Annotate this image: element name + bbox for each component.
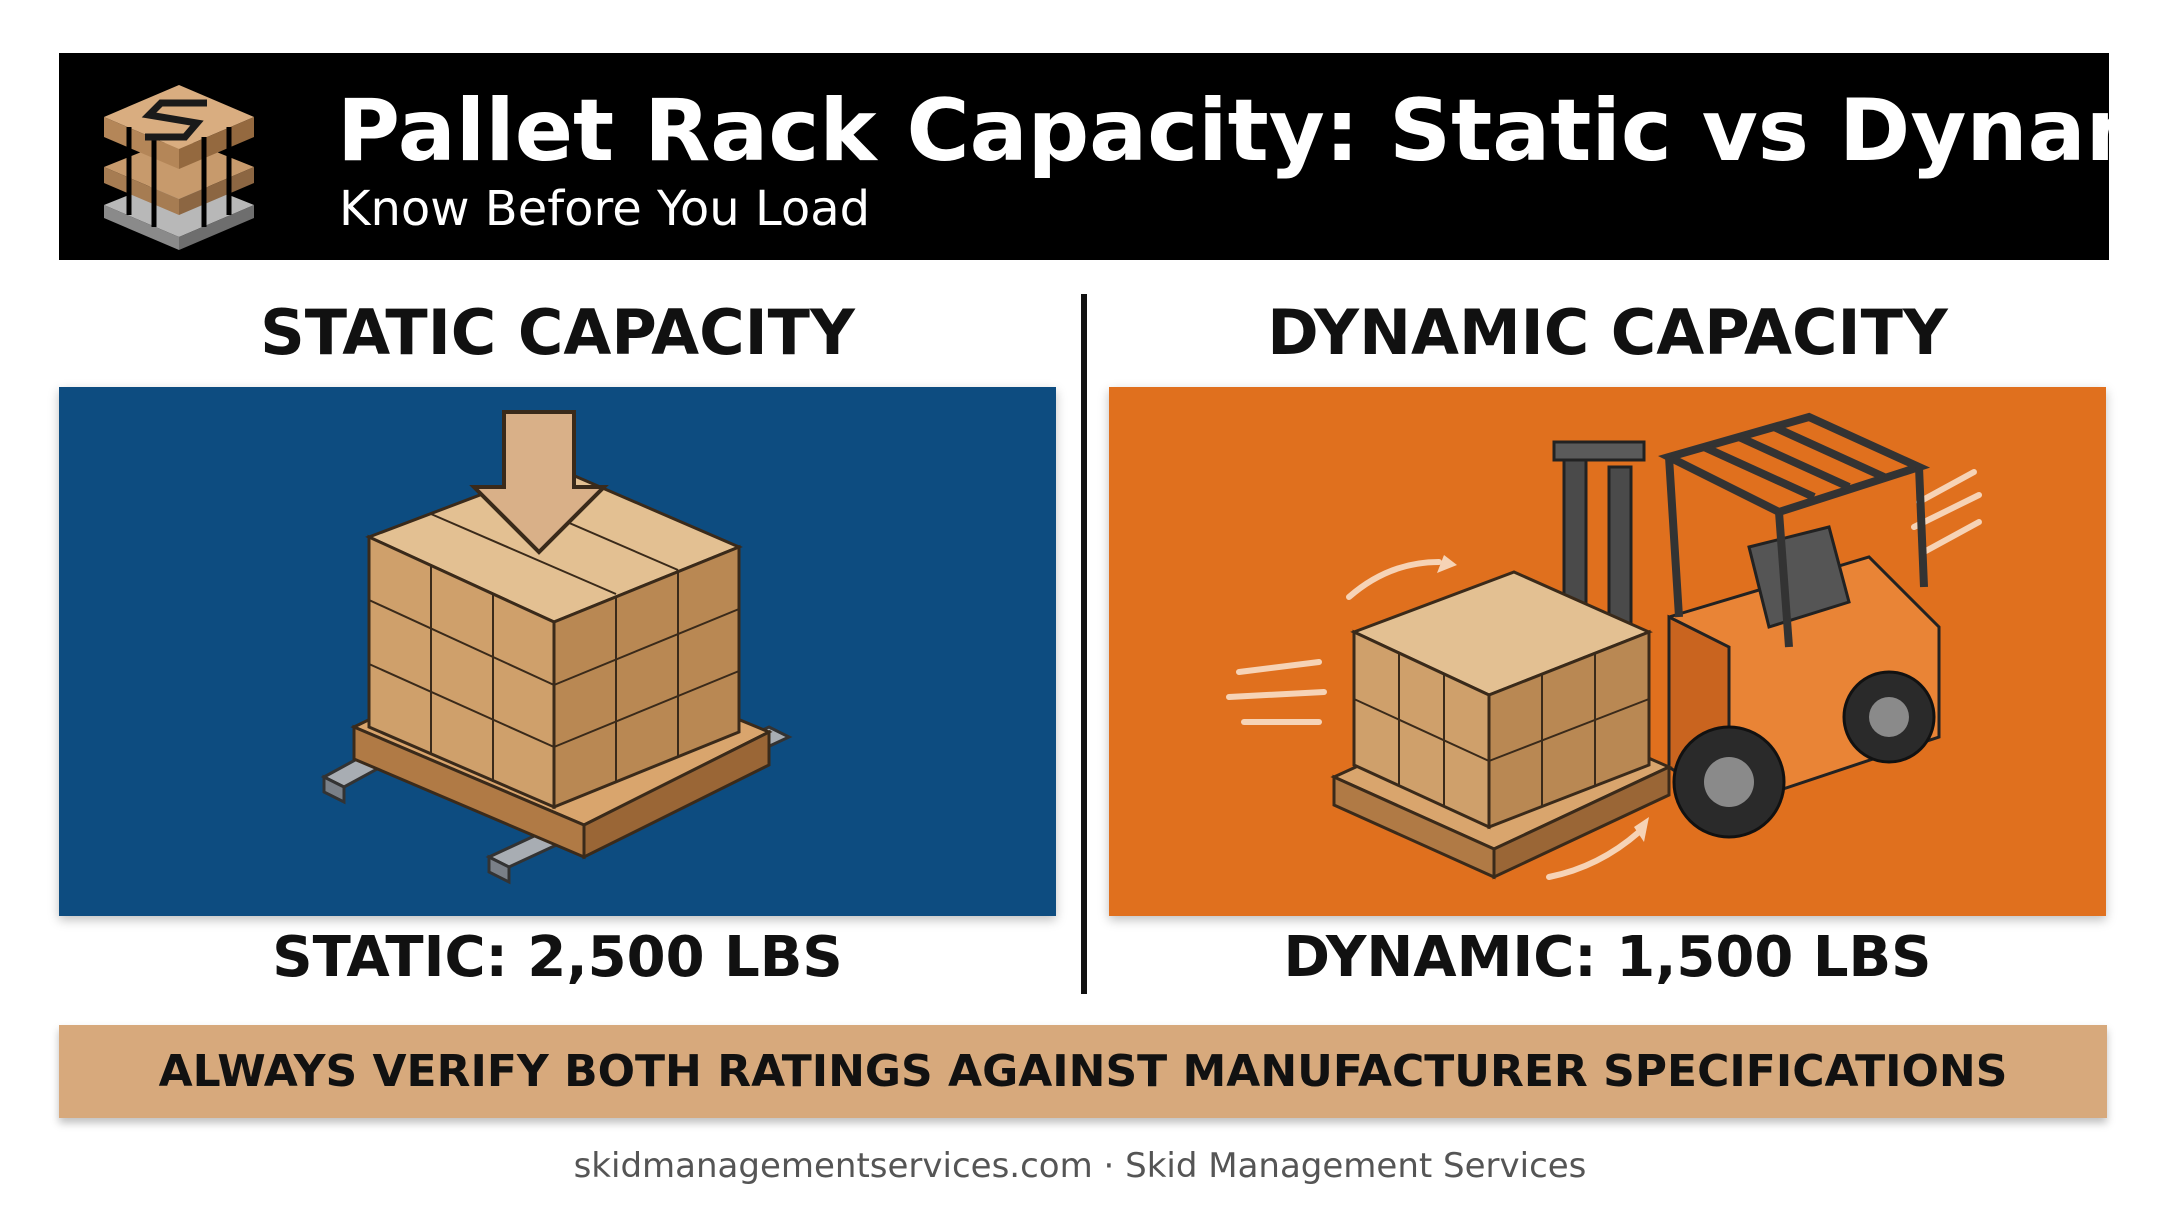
- wheel-icon: [1672, 670, 1936, 839]
- static-load-illustration: [320, 410, 793, 885]
- static-capacity-panel: [59, 387, 1056, 916]
- header-bar: Pallet Rack Capacity: Static vs Dynamic …: [59, 53, 2160, 260]
- motion-lines-icon: [1226, 469, 1982, 880]
- overhead-guard-icon: [1658, 412, 1931, 648]
- footer-credit: skidmanagementservices.com · Skid Manage…: [573, 1146, 1587, 1186]
- box-stack-icon: [1350, 570, 1653, 830]
- box-stack-icon: [365, 465, 743, 810]
- page-title: Pallet Rack Capacity: Static vs Dynamic: [337, 81, 2160, 181]
- static-rating: STATIC: 2,500 LBS: [272, 925, 843, 990]
- static-capacity-heading: STATIC CAPACITY: [260, 296, 855, 369]
- dynamic-capacity-heading: DYNAMIC CAPACITY: [1267, 296, 1948, 369]
- forklift-illustration: [1226, 412, 1982, 880]
- warning-banner-text: ALWAYS VERIFY BOTH RATINGS AGAINST MANUF…: [158, 1046, 2008, 1097]
- dynamic-capacity-panel: [1109, 387, 2106, 916]
- warning-banner: ALWAYS VERIFY BOTH RATINGS AGAINST MANUF…: [59, 1025, 2107, 1118]
- section-divider: [1081, 294, 1087, 994]
- pallet-stack-logo-icon: [89, 65, 269, 250]
- down-arrow-icon: [469, 410, 609, 555]
- page-subtitle: Know Before You Load: [339, 181, 871, 237]
- dynamic-rating: DYNAMIC: 1,500 LBS: [1283, 925, 1932, 990]
